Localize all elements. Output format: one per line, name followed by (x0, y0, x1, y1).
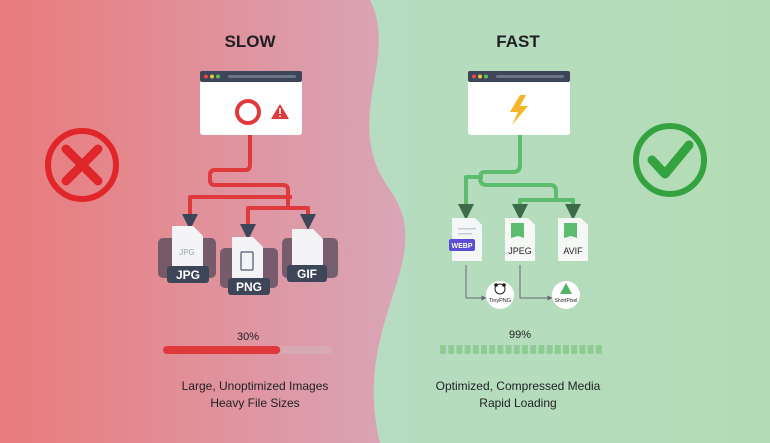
slow-file-gif: GIF (282, 229, 338, 282)
fast-connectors (458, 135, 581, 220)
progress-segment (595, 345, 602, 354)
fast-title: FAST (496, 32, 540, 51)
fast-progress-label: 99% (509, 329, 531, 341)
image-file-icon (240, 251, 254, 271)
file-label-png: PNG (236, 280, 262, 294)
progress-segment (497, 345, 504, 354)
progress-segment (579, 345, 586, 354)
slow-progress-label: 30% (237, 331, 259, 343)
tool-connectors (465, 265, 553, 301)
lightning-bolt-icon (510, 95, 528, 125)
jpeg-badge-icon (511, 223, 524, 238)
tool-label-shortpixel: ShortPixel (555, 298, 578, 304)
file-label-avif: AVIF (563, 246, 583, 256)
fast-file-jpeg: JPEG (505, 218, 535, 261)
progress-segment (505, 345, 512, 354)
progress-segment (571, 345, 578, 354)
avif-badge-icon (564, 223, 577, 238)
slow-caption-line2: Heavy File Sizes (210, 396, 299, 410)
x-circle-icon (45, 128, 119, 202)
tool-tinypng: TinyPNG (486, 281, 514, 309)
file-label-jpg: JPG (176, 268, 200, 282)
progress-segment (481, 345, 487, 354)
slow-title: SLOW (225, 32, 277, 51)
slow-progress-fill (163, 346, 281, 354)
fast-file-avif: AVIF (558, 218, 588, 261)
progress-segment (546, 345, 553, 354)
panda-icon (494, 283, 506, 295)
fast-caption-line2: Rapid Loading (479, 396, 556, 410)
progress-segment (464, 345, 471, 354)
progress-segment (489, 345, 496, 354)
file-label-gif: GIF (297, 267, 317, 281)
fast-browser-window (468, 71, 570, 135)
progress-segment (513, 345, 520, 354)
jpg-icon-label: JPG (179, 248, 195, 257)
check-circle-icon (633, 123, 707, 197)
progress-segment (538, 345, 545, 354)
tool-shortpixel: ShortPixel (552, 281, 580, 309)
fast-progress-bar (440, 345, 602, 354)
slow-browser-window (200, 71, 302, 135)
progress-segment (456, 345, 463, 354)
progress-segment (554, 345, 561, 354)
slow-background (0, 0, 406, 443)
slow-connectors (182, 135, 316, 240)
file-label-webp: WEBP (452, 243, 473, 250)
slow-file-png: PNG (220, 237, 278, 295)
progress-segment (563, 345, 569, 354)
tool-label-tinypng: TinyPNG (489, 298, 511, 304)
progress-segment (440, 345, 446, 354)
fast-caption-line1: Optimized, Compressed Media (436, 379, 601, 393)
slow-file-jpg: JPG JPG (158, 226, 216, 283)
loading-spinner-warning-icon (235, 99, 289, 125)
slow-caption-line1: Large, Unoptimized Images (182, 379, 329, 393)
progress-segment (472, 345, 479, 354)
tree-icon (560, 283, 572, 294)
progress-segment (530, 345, 537, 354)
progress-segment (448, 345, 455, 354)
file-label-jpeg: JPEG (508, 246, 532, 256)
fast-file-webp: WEBP (449, 218, 482, 261)
progress-segment (587, 345, 594, 354)
progress-segment (522, 345, 528, 354)
